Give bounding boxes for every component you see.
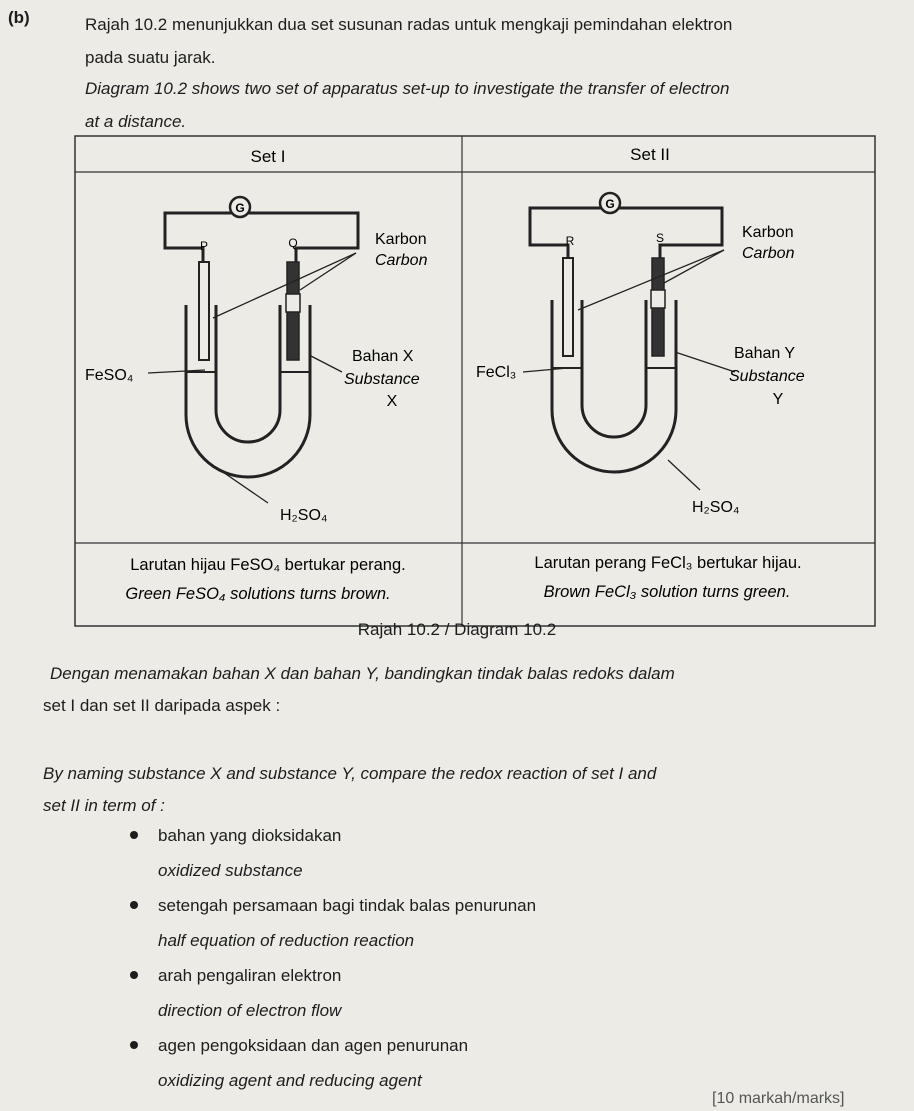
set1-electrode-p [198, 261, 210, 361]
set1-substance-label: Substance [344, 371, 420, 388]
aspect-list: bahan yang dioksidakan oxidized substance… [130, 818, 830, 1098]
intro-english: Diagram 10.2 shows two set of apparatus … [85, 72, 885, 138]
prompt-malay-line-1: Dengan menamakan bahan X dan bahan Y, ba… [50, 664, 675, 683]
set2-galvanometer-label: G [605, 197, 614, 211]
set2-apparatus: G R S [522, 191, 736, 491]
set2-bahan-label: Bahan Y [734, 345, 795, 362]
aspect-item: agen pengoksidaan dan agen penurunan oxid… [130, 1028, 830, 1098]
aspect-item: arah pengaliran elektron direction of ele… [130, 958, 830, 1028]
set1-u-tube-outer [184, 305, 312, 479]
aspect-english: half equation of reduction reaction [158, 931, 415, 950]
set2-u-tube-outer [550, 300, 678, 474]
set1-wire [163, 211, 360, 290]
set2-observation-malay: Larutan perang FeCl₃ bertukar hijau. [534, 554, 801, 572]
set2-u-tube-inner [580, 300, 648, 439]
prompt-malay: Dengan menamakan bahan X dan bahan Y, ba… [43, 658, 870, 722]
set1-observation-english: Green FeSO₄ solutions turns brown. [125, 585, 390, 603]
intro-eng-line-2: at a distance. [85, 112, 187, 131]
set1-header: Set I [251, 147, 286, 166]
apparatus-diagram: Set I Set II G P Q Karbon Carbon Bahan X… [74, 135, 876, 627]
set1-galvanometer-label: G [235, 201, 244, 215]
aspect-malay: bahan yang dioksidakan [158, 826, 342, 845]
intro-malay-line-1: Rajah 10.2 menunjukkan dua set susunan r… [85, 15, 733, 34]
aspect-english: oxidized substance [158, 861, 303, 880]
set2-wire [528, 206, 724, 285]
set1-bahan-label: Bahan X [352, 348, 414, 365]
intro-malay-line-2: pada suatu jarak. [85, 48, 216, 67]
set1-galvanometer-icon [228, 195, 252, 219]
aspect-malay: agen pengoksidaan dan agen penurunan [158, 1036, 469, 1055]
bullet-icon [130, 971, 138, 979]
set1-carbon-label: Carbon [375, 252, 428, 269]
aspect-item: setengah persamaan bagi tindak balas pen… [130, 888, 830, 958]
set2-karbon-label: Karbon [742, 224, 794, 241]
set1-observation-malay: Larutan hijau FeSO₄ bertukar perang. [130, 556, 405, 574]
set1-feso4-label: FeSO₄ [85, 367, 133, 384]
set2-carbon-label: Carbon [742, 245, 795, 262]
prompt-eng-line-2: set II in term of : [43, 796, 165, 815]
set2-substance-label: Substance [729, 368, 805, 385]
set2-electrode-s-label: S [656, 231, 664, 245]
set2-electrode-r-label: R [566, 234, 575, 248]
set1-substance-letter: X [387, 393, 398, 410]
set2-galvanometer-icon [598, 191, 622, 215]
bullet-icon [130, 831, 138, 839]
aspect-malay: arah pengaliran elektron [158, 966, 342, 985]
set1-apparatus: G P Q [147, 195, 360, 504]
aspect-malay: setengah persamaan bagi tindak balas pen… [158, 896, 537, 915]
set2-header: Set II [630, 145, 670, 164]
set2-acid-label: H₂SO₄ [692, 499, 739, 516]
set1-u-tube-inner [214, 305, 282, 444]
set2-fecl3-label: FeCl₃ [476, 364, 516, 381]
table-border [74, 135, 876, 627]
aspect-english: direction of electron flow [158, 1001, 342, 1020]
set1-electrode-q-label: Q [288, 236, 297, 250]
diagram-caption: Rajah 10.2 / Diagram 10.2 [357, 620, 557, 639]
aspect-item: bahan yang dioksidakan oxidized substance [130, 818, 830, 888]
set1-karbon-label: Karbon [375, 231, 427, 248]
intro-malay: Rajah 10.2 menunjukkan dua set susunan r… [85, 8, 885, 74]
set2-observation-english: Brown FeCl₃ solution turns green. [544, 583, 791, 601]
prompt-eng-line-1: By naming substance X and substance Y, c… [43, 764, 657, 783]
marks-label: [10 markah/marks] [712, 1090, 845, 1107]
set2-substance-letter: Y [773, 391, 784, 408]
question-label: (b) [8, 8, 30, 27]
prompt-english: By naming substance X and substance Y, c… [43, 758, 883, 822]
prompt-malay-line-2: set I dan set II daripada aspek : [43, 696, 281, 715]
set1-acid-label: H₂SO₄ [280, 507, 327, 524]
intro-eng-line-1: Diagram 10.2 shows two set of apparatus … [85, 79, 730, 98]
set2-electrode-r [562, 257, 574, 357]
bullet-icon [130, 1041, 138, 1049]
bullet-icon [130, 901, 138, 909]
aspect-english: oxidizing agent and reducing agent [158, 1071, 422, 1090]
set1-electrode-p-label: P [200, 239, 208, 253]
